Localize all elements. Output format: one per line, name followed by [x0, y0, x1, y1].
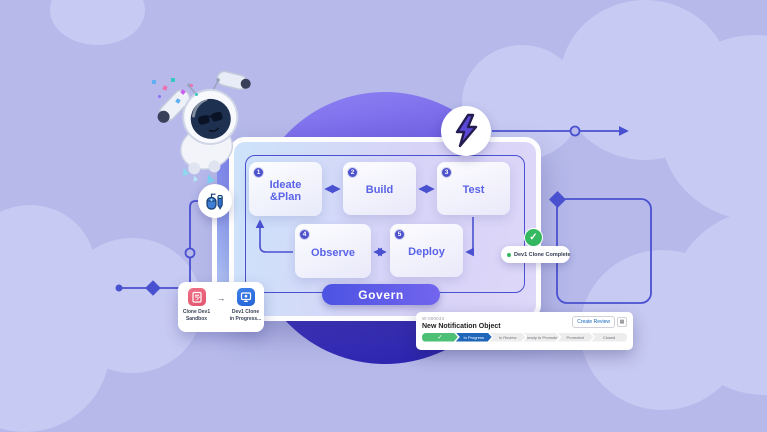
stage-box-observe[interactable]: 4 Observe — [295, 224, 371, 278]
success-check-icon: ✓ — [524, 228, 543, 247]
stage-number-badge: 5 — [394, 229, 405, 240]
clipboard-pencil-icon — [187, 288, 206, 306]
path-stage-in-progress[interactable]: In Progress — [456, 333, 492, 342]
confetti-piece — [171, 78, 175, 82]
mouse-pen-badge — [198, 184, 232, 218]
clone-source-label: Clone Dev1 Sandbox — [182, 309, 211, 322]
record-title: New Notification Object — [422, 322, 501, 330]
stage-number-badge: 4 — [299, 229, 310, 240]
decor-node-left — [184, 247, 196, 259]
notification-record-card: W-000044 New Notification Object Create … — [416, 312, 633, 350]
clone-source-item[interactable]: Clone Dev1 Sandbox — [181, 288, 213, 322]
stage-number-badge: 1 — [253, 167, 264, 178]
green-dot-icon — [507, 252, 511, 257]
confetti-piece — [190, 84, 193, 87]
decor-diamond-right — [549, 191, 566, 208]
confetti-piece — [195, 93, 198, 96]
stage-label: Test — [462, 184, 485, 197]
path-stage-closed[interactable]: Closed — [591, 332, 627, 342]
clone-target-item[interactable]: Dev1 Clone in Progress... — [230, 288, 262, 322]
stage-box-test[interactable]: 3 Test — [437, 162, 510, 215]
record-id: W-000044 — [422, 316, 445, 321]
path-stage-complete[interactable]: ✓ — [422, 333, 458, 342]
stage-box-ideate-plan[interactable]: 1 Ideate &Plan — [249, 162, 322, 216]
stage-label: Ideate &Plan — [269, 178, 302, 203]
confetti-piece — [152, 80, 156, 84]
cloud-top-left — [50, 0, 145, 45]
stage-label: Build — [365, 184, 394, 197]
stage-label: Deploy — [408, 246, 445, 259]
stage-box-build[interactable]: 2 Build — [343, 162, 416, 215]
path-stage-promoted[interactable]: Promoted — [557, 333, 593, 342]
govern-button[interactable]: Govern — [322, 284, 440, 305]
lightning-badge — [441, 106, 491, 156]
create-review-button[interactable]: Create Review — [572, 316, 615, 328]
clone-complete-label: Dev1 Clone Complete — [514, 251, 571, 258]
lightning-bolt-icon — [455, 113, 478, 148]
stage-number-badge: 2 — [347, 167, 358, 178]
clone-complete-badge: Dev1 Clone Complete — [501, 246, 571, 263]
record-path: ✓ In Progress In Review Ready to Promote… — [422, 332, 627, 342]
more-actions-button[interactable]: ▦ — [617, 317, 627, 327]
stage-number-badge: 3 — [441, 167, 452, 178]
mouse-and-pen-icon — [206, 193, 223, 210]
badge-connector-line — [212, 200, 217, 284]
clone-target-label: Dev1 Clone in Progress... — [229, 309, 262, 322]
monitor-icon — [236, 288, 255, 306]
arrow-right-icon: → — [216, 293, 226, 303]
confetti-piece — [158, 95, 161, 98]
stage-label: Observe — [310, 246, 356, 259]
astronaut-mascot — [157, 70, 251, 184]
path-stage-in-review[interactable]: In Review — [490, 333, 526, 342]
path-stage-ready-to-promote[interactable]: Ready to Promote — [525, 334, 558, 340]
clone-status-card: Clone Dev1 Sandbox → Dev1 Clone in Progr… — [178, 282, 264, 332]
stage-box-deploy[interactable]: 5 Deploy — [390, 224, 463, 277]
